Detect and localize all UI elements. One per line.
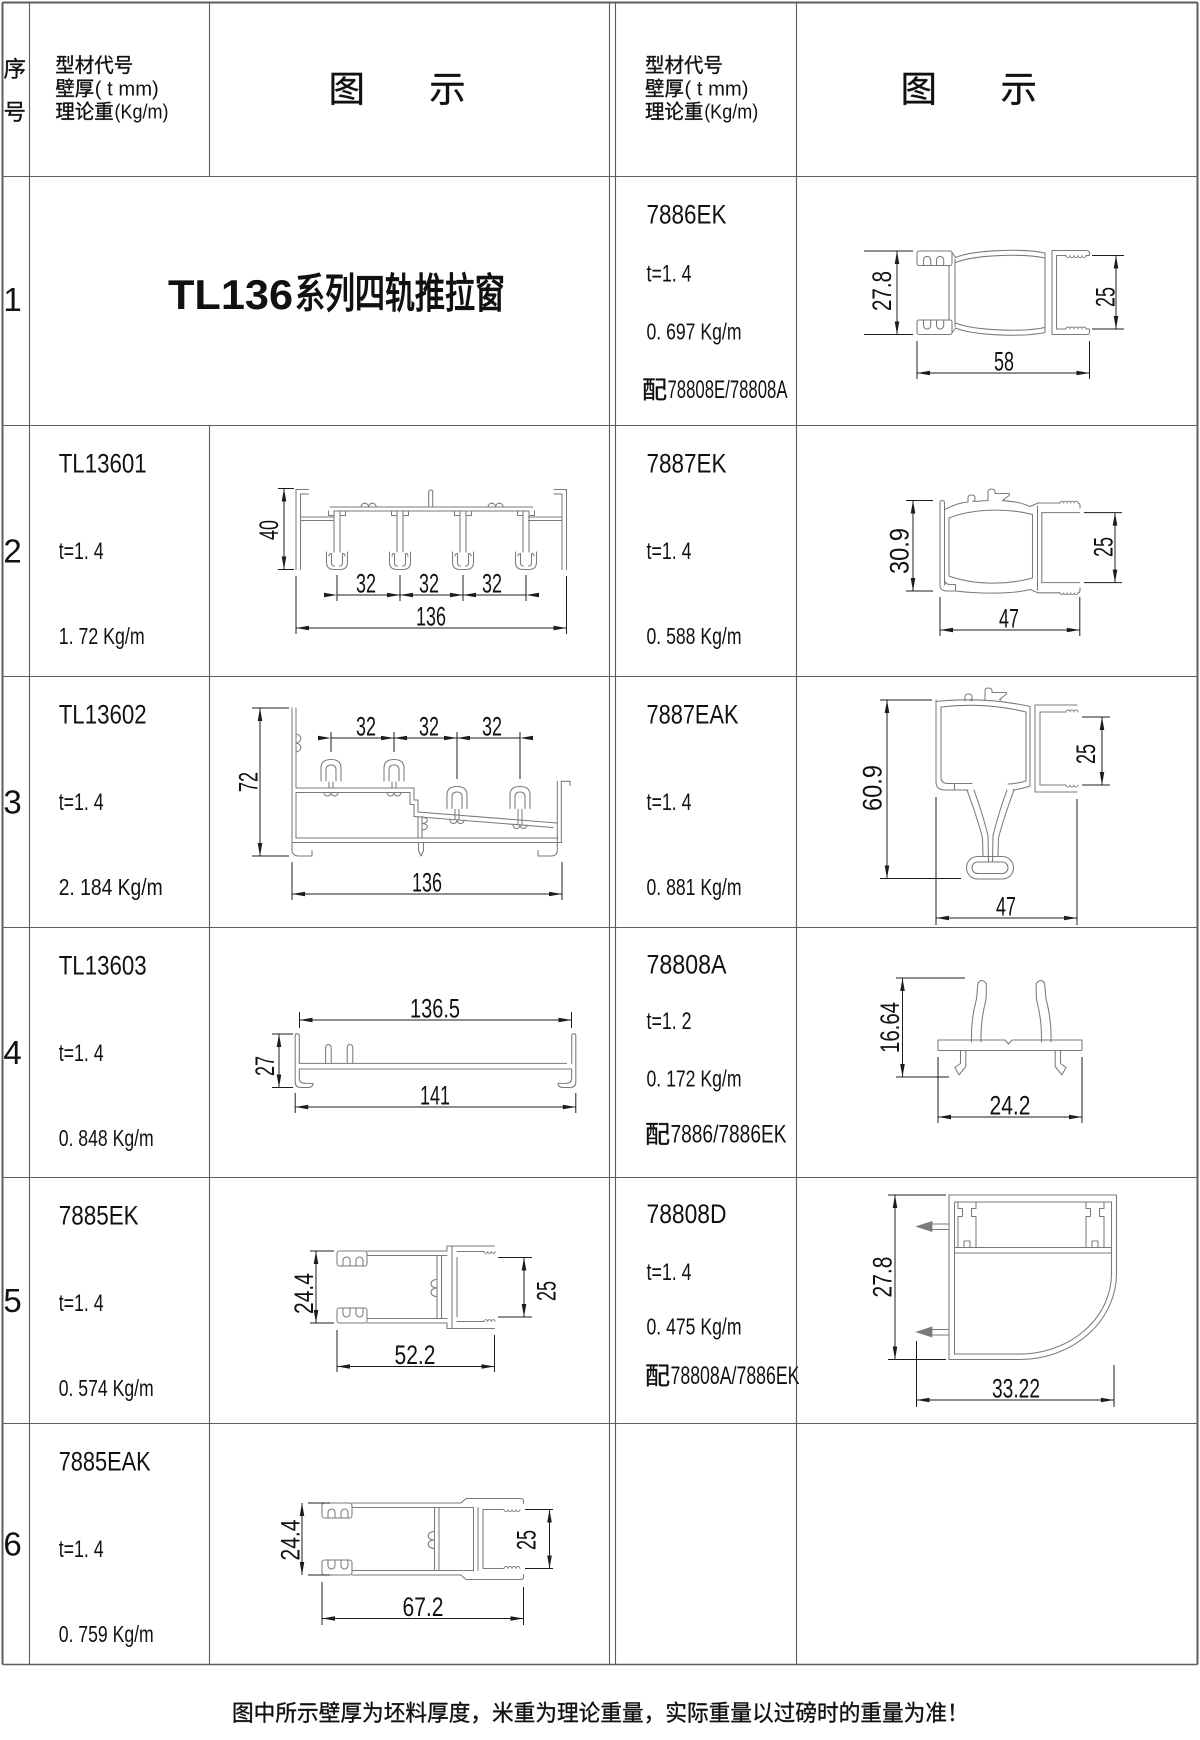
svg-text:( t mm): ( t mm) [95, 77, 159, 100]
svg-text:t=1. 4: t=1. 4 [59, 1290, 104, 1317]
svg-text:0. 172 Kg/m: 0. 172 Kg/m [647, 1065, 742, 1091]
svg-text:7885EAK: 7885EAK [59, 1446, 151, 1476]
svg-text:7887EAK: 7887EAK [647, 699, 739, 729]
svg-text:27: 27 [250, 1056, 280, 1076]
svg-text:6: 6 [3, 1526, 21, 1563]
svg-text:t=1. 4: t=1. 4 [59, 538, 104, 565]
svg-text:47: 47 [996, 892, 1016, 922]
svg-text:(Kg/m): (Kg/m) [115, 100, 169, 123]
svg-text:16.64: 16.64 [875, 1002, 905, 1053]
svg-text:32: 32 [419, 569, 439, 599]
svg-text:32: 32 [356, 569, 376, 599]
svg-text:4: 4 [3, 1034, 21, 1071]
svg-text:2. 184 Kg/m: 2. 184 Kg/m [59, 874, 163, 900]
svg-text:TL13602: TL13602 [59, 699, 147, 729]
svg-text:0. 759 Kg/m: 0. 759 Kg/m [59, 1621, 154, 1647]
svg-text:1: 1 [3, 281, 21, 318]
svg-text:5: 5 [3, 1282, 21, 1319]
svg-text:( t mm): ( t mm) [685, 77, 749, 100]
svg-text:1. 72 Kg/m: 1. 72 Kg/m [59, 623, 145, 649]
svg-text:27.8: 27.8 [867, 271, 897, 311]
svg-text:32: 32 [482, 712, 502, 742]
svg-text:t=1. 4: t=1. 4 [59, 1040, 104, 1067]
svg-text:0. 588 Kg/m: 0. 588 Kg/m [647, 623, 742, 649]
svg-text:25: 25 [512, 1530, 542, 1550]
svg-text:t=1. 4: t=1. 4 [647, 261, 692, 288]
svg-text:47: 47 [999, 604, 1019, 634]
svg-text:(Kg/m): (Kg/m) [704, 100, 758, 123]
svg-text:141: 141 [420, 1081, 450, 1111]
svg-text:0. 697 Kg/m: 0. 697 Kg/m [647, 319, 742, 345]
svg-text:t=1. 4: t=1. 4 [647, 1259, 692, 1286]
svg-text:67.2: 67.2 [403, 1592, 444, 1622]
svg-text:25: 25 [1091, 287, 1121, 307]
svg-text:52.2: 52.2 [395, 1340, 436, 1370]
svg-text:78808A: 78808A [647, 950, 727, 980]
svg-text:24.2: 24.2 [990, 1091, 1031, 1121]
svg-text:40: 40 [254, 520, 284, 540]
svg-text:136.5: 136.5 [410, 994, 460, 1024]
svg-text:0. 475 Kg/m: 0. 475 Kg/m [647, 1313, 742, 1339]
svg-text:7886/7886EK: 7886/7886EK [671, 1121, 787, 1149]
svg-text:TL13603: TL13603 [59, 950, 147, 980]
svg-text:32: 32 [482, 569, 502, 599]
svg-text:t=1. 4: t=1. 4 [647, 789, 692, 816]
svg-text:7887EK: 7887EK [647, 448, 727, 478]
svg-text:0. 848 Kg/m: 0. 848 Kg/m [59, 1125, 154, 1151]
svg-text:78808A/7886EK: 78808A/7886EK [671, 1362, 800, 1390]
svg-text:60.9: 60.9 [858, 765, 888, 811]
svg-text:136: 136 [416, 602, 446, 632]
svg-text:32: 32 [419, 712, 439, 742]
svg-text:t=1. 4: t=1. 4 [59, 789, 104, 816]
svg-text:TL136: TL136 [168, 271, 293, 318]
svg-text:24.4: 24.4 [289, 1273, 319, 1314]
svg-text:0. 881 Kg/m: 0. 881 Kg/m [647, 874, 742, 900]
svg-text:136: 136 [412, 868, 442, 898]
svg-text:7885EK: 7885EK [59, 1200, 139, 1230]
svg-text:TL13601: TL13601 [59, 448, 147, 478]
svg-text:2: 2 [3, 533, 21, 570]
svg-text:25: 25 [532, 1281, 562, 1301]
svg-text:72: 72 [234, 772, 264, 792]
svg-text:24.4: 24.4 [276, 1520, 306, 1561]
svg-text:32: 32 [356, 712, 376, 742]
svg-text:30.9: 30.9 [885, 528, 915, 574]
svg-text:33.22: 33.22 [992, 1374, 1040, 1404]
svg-text:t=1. 4: t=1. 4 [59, 1536, 104, 1563]
svg-text:25: 25 [1089, 537, 1119, 557]
svg-text:7886EK: 7886EK [647, 200, 727, 230]
svg-text:78808E/78808A: 78808E/78808A [668, 376, 788, 404]
svg-text:t=1. 2: t=1. 2 [647, 1008, 692, 1035]
svg-text:27.8: 27.8 [868, 1257, 898, 1298]
svg-text:58: 58 [994, 347, 1014, 377]
svg-text:25: 25 [1071, 744, 1101, 764]
svg-text:0. 574 Kg/m: 0. 574 Kg/m [59, 1375, 154, 1401]
svg-text:t=1. 4: t=1. 4 [647, 538, 692, 565]
svg-text:3: 3 [3, 784, 21, 821]
svg-text:78808D: 78808D [647, 1199, 727, 1229]
